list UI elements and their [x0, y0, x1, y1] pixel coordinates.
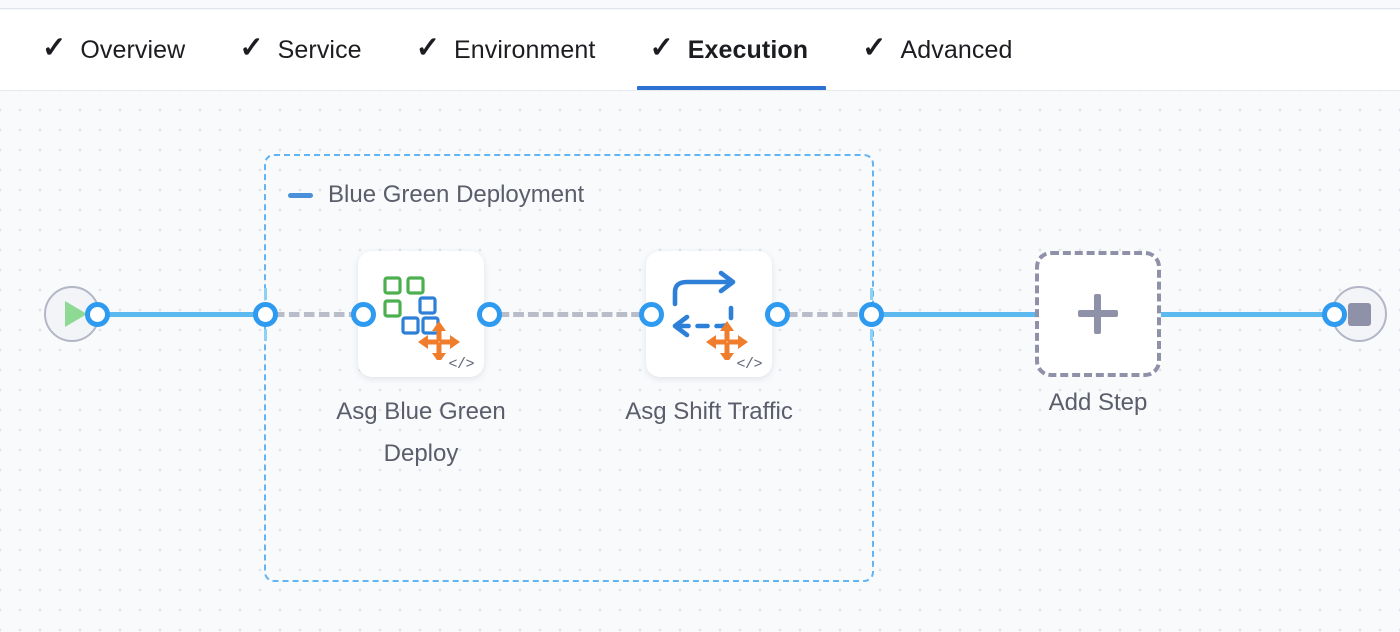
asg-shift-traffic-icon: [646, 251, 772, 377]
play-icon: [64, 301, 87, 327]
connector-dashed-1: [272, 312, 376, 317]
code-badge-icon: </>: [736, 356, 762, 373]
step-asg-blue-green-deploy[interactable]: </> Asg Blue Green Deploy: [336, 251, 506, 467]
connector-ring-group-out[interactable]: [859, 288, 884, 341]
minus-icon[interactable]: [288, 192, 313, 198]
connector-ring-step1-left[interactable]: [351, 302, 376, 327]
connector-dashed-3: [770, 312, 882, 317]
ring-tick-down: [870, 329, 873, 341]
tab-label: Advanced: [900, 35, 1013, 64]
top-sliver: [0, 0, 1400, 9]
add-step-label: Add Step: [1048, 389, 1148, 416]
tab-execution[interactable]: ✓ Execution: [637, 10, 850, 91]
tab-label: Service: [277, 35, 362, 64]
ring-tick-up: [870, 288, 873, 300]
connector-ring-group-in[interactable]: [253, 288, 278, 341]
tab-label: Overview: [80, 35, 186, 64]
pipeline-canvas[interactable]: Blue Green Deployment: [0, 90, 1400, 632]
tab-label: Execution: [687, 35, 809, 64]
tab-service[interactable]: ✓ Service: [227, 10, 403, 90]
connector-ring-start[interactable]: [85, 302, 110, 327]
code-badge-icon: </>: [448, 356, 474, 373]
tab-environment[interactable]: ✓ Environment: [404, 10, 638, 90]
connector-group-to-addstep: [876, 312, 1042, 317]
group-title: Blue Green Deployment: [328, 181, 585, 208]
check-icon: ✓: [239, 31, 264, 64]
step-card[interactable]: </>: [358, 251, 484, 377]
tab-overview[interactable]: ✓ Overview: [30, 10, 227, 90]
tab-label: Environment: [454, 35, 596, 64]
check-icon: ✓: [415, 31, 440, 64]
check-icon: ✓: [649, 31, 674, 64]
connector-ring-end[interactable]: [1322, 302, 1347, 327]
wizard-tabbar: ✓ Overview ✓ Service ✓ Environment ✓ Exe…: [0, 10, 1400, 91]
step-label: Asg Blue Green Deploy: [336, 398, 506, 467]
asg-blue-green-deploy-icon: [358, 251, 484, 377]
group-header: Blue Green Deployment: [288, 181, 584, 209]
step-label: Asg Shift Traffic: [625, 398, 793, 425]
step-group-blue-green-deployment[interactable]: Blue Green Deployment: [264, 154, 874, 582]
step-asg-shift-traffic[interactable]: </> Asg Shift Traffic: [625, 251, 793, 425]
stop-icon: [1347, 302, 1371, 326]
connector-start-to-group: [88, 312, 276, 317]
connector-ring-step2-right[interactable]: [765, 302, 790, 327]
tab-advanced[interactable]: ✓ Advanced: [850, 10, 1054, 90]
check-icon: ✓: [42, 31, 67, 64]
check-icon: ✓: [862, 31, 887, 64]
add-step-node[interactable]: Add Step: [1035, 251, 1161, 416]
add-step-button[interactable]: [1035, 251, 1161, 377]
ring-tick-up: [264, 288, 267, 300]
step-card[interactable]: </>: [646, 251, 772, 377]
connector-addstep-to-end: [1156, 312, 1336, 317]
connector-ring-step1-right[interactable]: [477, 302, 502, 327]
connector-dashed-2: [482, 312, 658, 317]
pipeline-stage: Blue Green Deployment: [0, 91, 1400, 632]
ring-tick-down: [264, 329, 267, 341]
connector-ring-step2-left[interactable]: [639, 302, 664, 327]
plus-icon: [1078, 294, 1118, 334]
